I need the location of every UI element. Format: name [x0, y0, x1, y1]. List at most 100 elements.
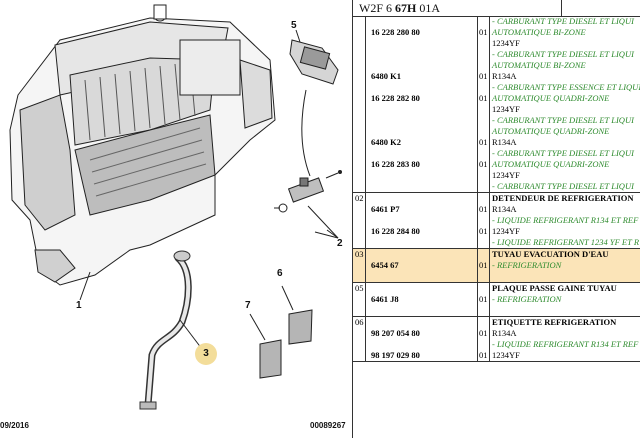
part-description: AUTOMATIQUE QUADRI-ZONE — [492, 159, 610, 169]
table-row[interactable]: - CARBURANT TYPE DIESEL ET LIQUI — [353, 16, 640, 27]
part-reference[interactable]: 6480 K1 — [371, 71, 401, 81]
part-description: - REFRIGERATION — [492, 260, 562, 270]
part-reference[interactable]: 16 228 282 80 — [371, 93, 420, 103]
part-description: - CARBURANT TYPE DIESEL ET LIQUI — [492, 148, 634, 158]
part-reference[interactable]: 98 207 054 80 — [371, 328, 420, 338]
vehicle-code: W2F 6 67H 01A — [359, 1, 441, 15]
part-reference[interactable]: 6480 K2 — [371, 137, 401, 147]
table-row[interactable]: - CARBURANT TYPE DIESEL ET LIQUI — [353, 148, 640, 159]
callout-1: 1 — [76, 300, 82, 311]
part-quantity: 01 — [479, 93, 488, 103]
part-description: ETIQUETTE REFRIGERATION — [492, 317, 617, 327]
table-row[interactable]: 6480 K2 01 R134A — [353, 137, 640, 148]
part-description: - LIQUIDE REFRIGERANT R134 ET REF — [492, 215, 639, 225]
table-row[interactable]: 16 228 280 80 01 AUTOMATIQUE BI-ZONE — [353, 27, 640, 38]
row-position: 05 — [355, 283, 364, 293]
part-description: AUTOMATIQUE QUADRI-ZONE — [492, 93, 610, 103]
table-row[interactable]: 02 DETENDEUR DE REFRIGERATION — [353, 193, 640, 204]
callout-5: 5 — [291, 20, 297, 31]
table-row[interactable]: - CARBURANT TYPE ESSENCE ET LIQUI — [353, 82, 640, 93]
callout-3[interactable]: 3 — [195, 343, 217, 365]
table-row[interactable] — [353, 271, 640, 282]
parts-diagram: 5 2 6 7 3 1 09/2016 00089267 — [0, 4, 346, 430]
hvac-unit-drawing — [9, 4, 342, 410]
part-description: 1234YF — [492, 104, 520, 114]
part-quantity: 01 — [479, 71, 488, 81]
part-reference[interactable]: 6454 67 — [371, 260, 399, 270]
part-description: 1234YF — [492, 38, 520, 48]
part-description: - LIQUIDE REFRIGERANT R134 ET REF — [492, 339, 639, 349]
row-position: 02 — [355, 193, 364, 203]
table-row[interactable]: - CARBURANT TYPE DIESEL ET LIQUI — [353, 115, 640, 126]
part-description: 1234YF — [492, 226, 520, 236]
part-description: R134A — [492, 137, 517, 147]
part-description: - LIQUIDE REFRIGERANT 1234 YF ET R — [492, 237, 640, 247]
table-row[interactable]: - CARBURANT TYPE DIESEL ET LIQUI — [353, 181, 640, 192]
table-row[interactable]: 1234YF — [353, 170, 640, 181]
table-row[interactable] — [353, 305, 640, 316]
part-description: AUTOMATIQUE QUADRI-ZONE — [492, 126, 610, 136]
callout-6: 6 — [277, 268, 283, 279]
part-group-06[interactable]: 06 ETIQUETTE REFRIGERATION 98 207 054 80 01… — [353, 317, 640, 362]
part-quantity: 01 — [479, 137, 488, 147]
table-row[interactable]: 6454 67 01 - REFRIGERATION — [353, 260, 640, 271]
table-row[interactable]: AUTOMATIQUE BI-ZONE — [353, 60, 640, 71]
row-position: 06 — [355, 317, 364, 327]
part-reference[interactable]: 16 228 280 80 — [371, 27, 420, 37]
table-row[interactable]: - CARBURANT TYPE DIESEL ET LIQUI — [353, 49, 640, 60]
part-description: PLAQUE PASSE GAINE TUYAU — [492, 283, 617, 293]
table-row[interactable]: 6461 P7 01 R134A — [353, 204, 640, 215]
table-row[interactable]: 16 228 283 80 01 AUTOMATIQUE QUADRI-ZONE — [353, 159, 640, 170]
table-row[interactable]: 1234YF — [353, 104, 640, 115]
part-description: R134A — [492, 71, 517, 81]
part-quantity: 01 — [479, 27, 488, 37]
part-reference[interactable]: 6461 P7 — [371, 204, 400, 214]
table-row[interactable]: 6480 K1 01 R134A — [353, 71, 640, 82]
part-quantity: 01 — [479, 204, 488, 214]
table-row[interactable]: 1234YF — [353, 38, 640, 49]
part-description: - CARBURANT TYPE DIESEL ET LIQUI — [492, 181, 634, 191]
parts-list-panel: W2F 6 67H 01A - CARBURANT TYPE DIESEL ET… — [352, 0, 640, 438]
part-description: TUYAU EVACUATION D'EAU — [492, 249, 609, 259]
table-row[interactable]: - LIQUIDE REFRIGERANT R134 ET REF — [353, 215, 640, 226]
table-row[interactable]: - LIQUIDE REFRIGERANT R134 ET REF — [353, 339, 640, 350]
part-description: - CARBURANT TYPE DIESEL ET LIQUI — [492, 115, 634, 125]
diagram-ref-number: 00089267 — [310, 421, 346, 430]
part-quantity: 01 — [479, 328, 488, 338]
part-group-02[interactable]: 02 DETENDEUR DE REFRIGERATION 6461 P7 01 R13… — [353, 193, 640, 249]
table-row[interactable]: 05 PLAQUE PASSE GAINE TUYAU — [353, 283, 640, 294]
table-row[interactable]: AUTOMATIQUE QUADRI-ZONE — [353, 126, 640, 137]
callout-7: 7 — [245, 300, 251, 311]
callout-2: 2 — [337, 238, 343, 249]
part-description: AUTOMATIQUE BI-ZONE — [492, 27, 586, 37]
part-quantity: 01 — [479, 350, 488, 360]
part-description: DETENDEUR DE REFRIGERATION — [492, 193, 634, 203]
part-quantity: 01 — [479, 294, 488, 304]
part-description: R134A — [492, 328, 517, 338]
part-description: 1234YF — [492, 350, 520, 360]
table-row[interactable]: 16 228 282 80 01 AUTOMATIQUE QUADRI-ZONE — [353, 93, 640, 104]
table-row[interactable]: 98 207 054 80 01 R134A — [353, 328, 640, 339]
part-description: - CARBURANT TYPE ESSENCE ET LIQUI — [492, 82, 640, 92]
table-row[interactable]: 03 TUYAU EVACUATION D'EAU — [353, 249, 640, 260]
row-position: 03 — [355, 249, 364, 259]
part-description: - CARBURANT TYPE DIESEL ET LIQUI — [492, 16, 634, 26]
part-reference[interactable]: 98 197 029 80 — [371, 350, 420, 360]
part-quantity: 01 — [479, 159, 488, 169]
table-row[interactable]: - LIQUIDE REFRIGERANT 1234 YF ET R — [353, 237, 640, 248]
part-reference[interactable]: 16 228 284 80 — [371, 226, 420, 236]
part-description: R134A — [492, 204, 517, 214]
part-quantity: 01 — [479, 260, 488, 270]
part-reference[interactable]: 16 228 283 80 — [371, 159, 420, 169]
table-row[interactable]: 06 ETIQUETTE REFRIGERATION — [353, 317, 640, 328]
part-group-03[interactable]: 03 TUYAU EVACUATION D'EAU 6454 67 01 - REFRI… — [353, 249, 640, 283]
panel-header: W2F 6 67H 01A — [353, 0, 640, 17]
table-row[interactable]: 98 197 029 80 01 1234YF — [353, 350, 640, 361]
part-reference[interactable]: 6461 J8 — [371, 294, 399, 304]
part-description: AUTOMATIQUE BI-ZONE — [492, 60, 586, 70]
